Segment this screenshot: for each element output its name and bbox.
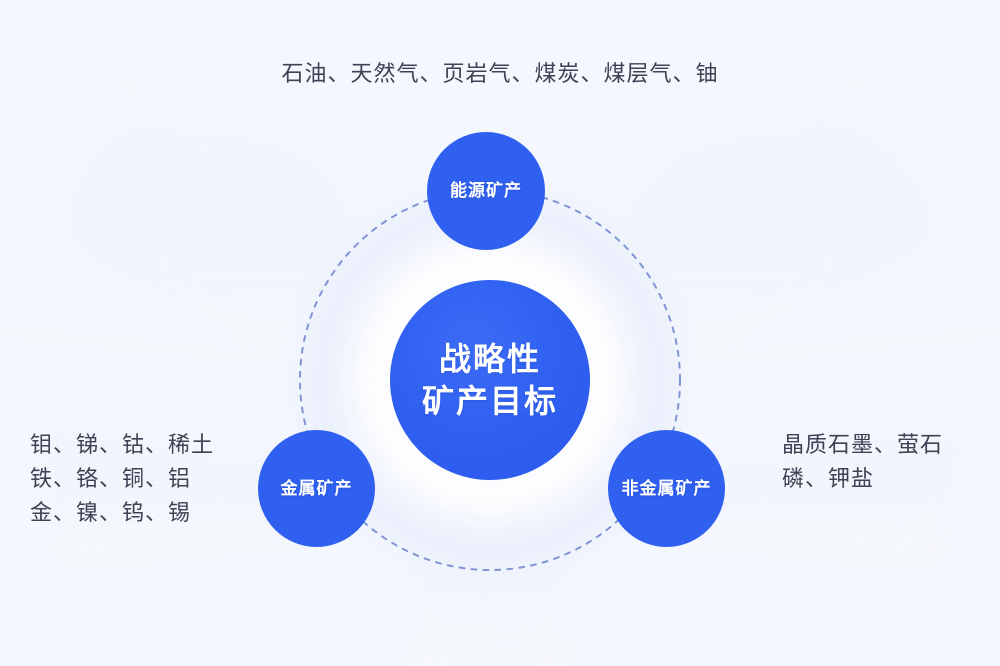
center-node[interactable]: 战略性 矿产目标 bbox=[390, 280, 590, 480]
node-metal-minerals[interactable]: 金属矿产 bbox=[258, 430, 375, 547]
node-nonmetal-minerals[interactable]: 非金属矿产 bbox=[608, 430, 725, 547]
detail-label-nonmetal-minerals: 晶质石墨、萤石 磷、钾盐 bbox=[782, 432, 944, 491]
detail-label-metal-minerals: 钼、锑、钴、稀土 铁、铬、铜、铝 金、镍、钨、锡 bbox=[30, 432, 215, 525]
node-nonmetal-minerals-label: 非金属矿产 bbox=[621, 478, 712, 498]
node-metal-minerals-label: 金属矿产 bbox=[280, 478, 353, 498]
node-energy-minerals[interactable]: 能源矿产 bbox=[427, 132, 545, 250]
node-energy-minerals-label: 能源矿产 bbox=[450, 181, 522, 200]
center-node-label: 战略性 矿产目标 bbox=[421, 341, 558, 419]
detail-label-energy-minerals: 石油、天然气、页岩气、煤炭、煤层气、铀 bbox=[281, 61, 719, 86]
